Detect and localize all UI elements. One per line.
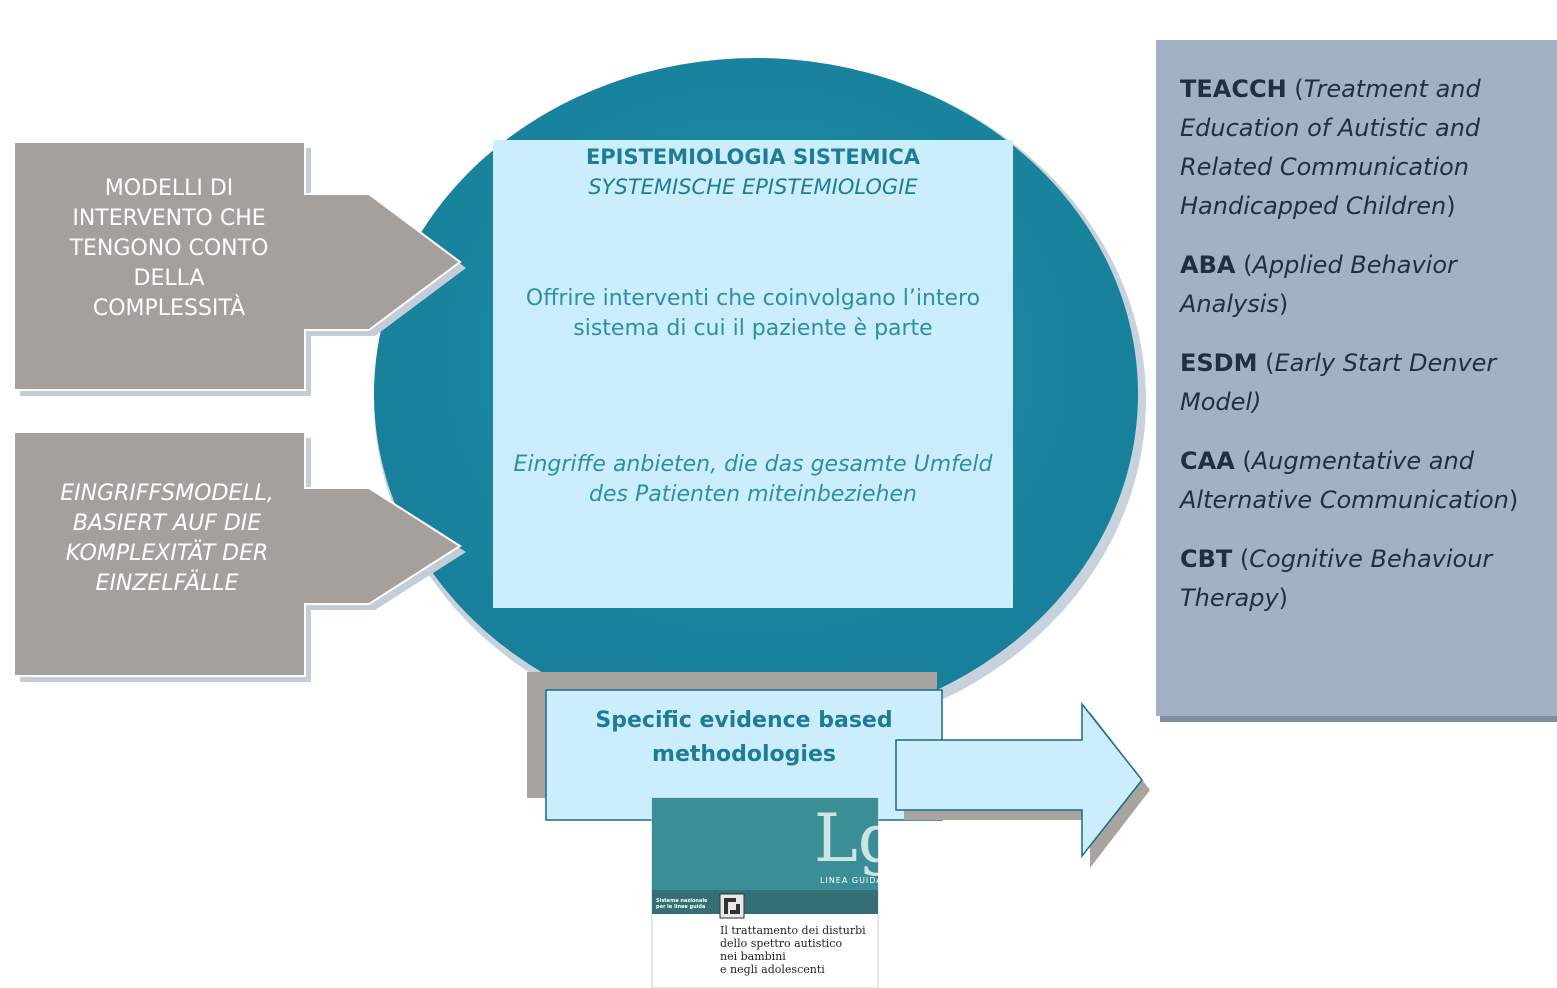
central-title-it: EPISTEMIOLOGIA SISTEMICA: [585, 145, 921, 169]
method-paren: ): [1508, 486, 1519, 514]
method-paren: (: [1257, 349, 1275, 377]
method-abbr: CBT: [1180, 545, 1233, 573]
left-arrow-2-line: EINGRIFFSMODELL,: [60, 481, 274, 506]
method-paren: ): [1278, 290, 1289, 318]
method-full: Applied Behavior Analysis: [1180, 251, 1457, 318]
left-arrow-1-line: DELLA: [133, 266, 205, 291]
method-full: Augmentative and Alternative Communicati…: [1180, 447, 1509, 514]
left-arrow-1-line: INTERVENTO CHE: [72, 206, 266, 231]
central-body-it: Offrire interventi che coinvolgano l’int…: [525, 286, 981, 341]
specific-box-label: Specific evidence based methodologies: [595, 708, 893, 767]
method-abbr: TEACCH: [1180, 75, 1287, 103]
book-subtitle: LINEA GUIDA: [820, 876, 883, 885]
method-item: CAA (Augmentative and Alternative Commun…: [1180, 442, 1545, 520]
method-item: ABA (Applied Behavior Analysis): [1180, 246, 1545, 324]
central-title: EPISTEMIOLOGIA SISTEMICA SYSTEMISCHE EPI…: [503, 142, 1003, 202]
left-arrow-2: [13, 431, 466, 682]
methods-panel: [1156, 40, 1557, 722]
book-series-line: Sistema nazionale: [656, 898, 708, 904]
methods-list: TEACCH (Treatment and Education of Autis…: [1180, 70, 1545, 638]
method-full: Treatment and Education of Autistic and …: [1180, 75, 1481, 220]
left-arrow-2-label: EINGRIFFSMODELL, BASIERT AUF DIE KOMPLEX…: [22, 479, 312, 599]
left-arrow-1-line: TENGONO CONTO: [69, 236, 269, 261]
guideline-book-cover: [651, 797, 879, 988]
method-item: ESDM (Early Start Denver Model): [1180, 344, 1545, 422]
right-arrow: [895, 701, 1150, 868]
book-title: Il trattamento dei disturbi dello spettr…: [720, 924, 878, 976]
left-arrow-2-line: KOMPLEXITÄT DER: [65, 541, 269, 566]
book-title-line: dello spettro autistico: [720, 937, 843, 950]
method-full: Early Start Denver Model): [1180, 349, 1497, 416]
book-series: Sistema nazionale per le linee guida: [656, 898, 716, 910]
left-arrow-1-label: MODELLI DI INTERVENTO CHE TENGONO CONTO …: [34, 174, 304, 324]
central-title-de: SYSTEMISCHE EPISTEMIOLOGIE: [588, 175, 918, 199]
method-paren: ): [1278, 584, 1289, 612]
left-arrow-2-line: EINZELFÄLLE: [95, 571, 239, 596]
central-box: [493, 140, 1013, 608]
left-arrow-1-line: COMPLESSITÀ: [92, 296, 246, 321]
book-title-line: nei bambini: [720, 950, 786, 963]
method-paren: (: [1235, 251, 1253, 279]
method-item: CBT (Cognitive Behaviour Therapy): [1180, 540, 1545, 618]
central-body-de: Eingriffe anbieten, die das gesamte Umfe…: [513, 452, 993, 507]
method-full: Cognitive Behaviour Therapy: [1180, 545, 1493, 612]
method-paren: (: [1232, 545, 1250, 573]
left-arrow-1: [13, 141, 466, 396]
book-title-line: Il trattamento dei disturbi: [720, 924, 866, 937]
method-paren: ): [1446, 192, 1456, 220]
book-title-line: e negli adolescenti: [720, 963, 825, 976]
book-series-line: per le linee guida: [656, 904, 706, 910]
book-logo: Lg: [814, 800, 901, 877]
method-item: TEACCH (Treatment and Education of Autis…: [1180, 70, 1545, 226]
method-paren: (: [1286, 75, 1304, 103]
method-paren: (: [1234, 447, 1252, 475]
method-abbr: ESDM: [1180, 349, 1258, 377]
method-abbr: CAA: [1180, 447, 1235, 475]
method-abbr: ABA: [1180, 251, 1236, 279]
left-arrow-1-line: MODELLI DI: [104, 176, 234, 201]
left-arrow-2-line: BASIERT AUF DIE: [72, 511, 262, 536]
